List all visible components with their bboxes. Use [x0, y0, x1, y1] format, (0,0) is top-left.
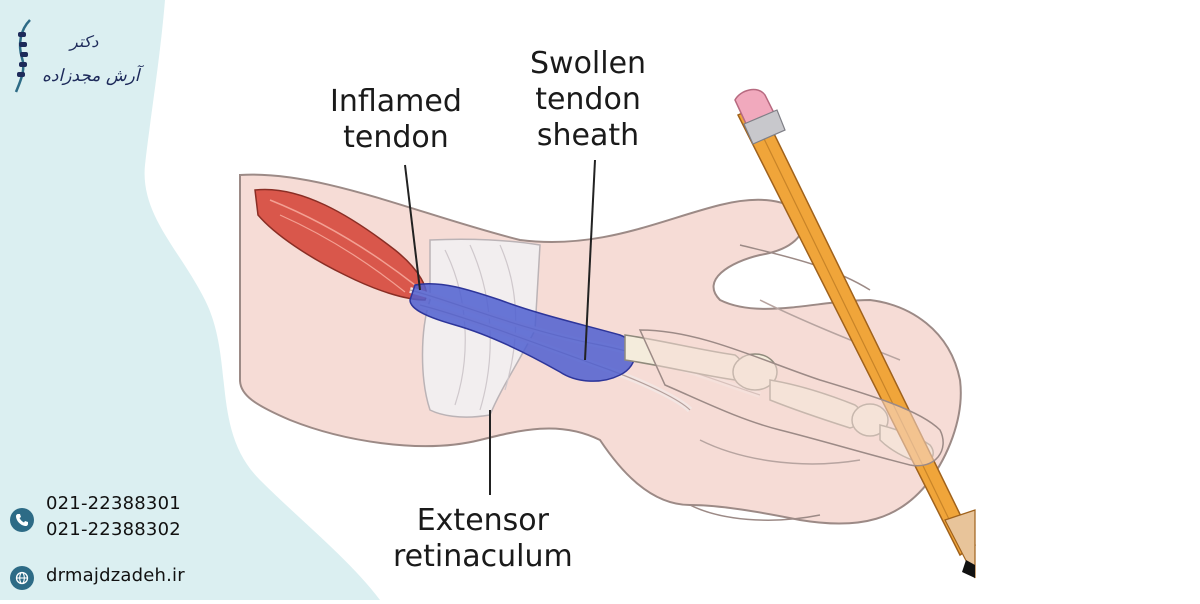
phone-icon — [10, 508, 34, 532]
side-panel-background — [0, 0, 380, 600]
spine-logo-icon — [14, 19, 31, 93]
label-extensor-retinaculum-line-2: retinaculum — [393, 539, 573, 574]
label-swollen-sheath: Swollen tendon sheath — [530, 46, 646, 154]
label-extensor-retinaculum-line-1: Extensor — [416, 503, 549, 538]
brand-logo: دکتر آرش مجدزاده — [8, 14, 168, 104]
label-swollen-sheath-line-3: sheath — [536, 118, 640, 153]
brand-title: دکتر — [70, 32, 99, 51]
swollen-tendon-sheath — [409, 282, 636, 382]
label-inflamed-tendon-line-1: Inflamed — [330, 84, 462, 119]
phone-number-2[interactable]: 021-22388302 — [46, 519, 181, 540]
website-link[interactable]: drmajdzadeh.ir — [46, 565, 185, 586]
label-swollen-sheath-line-1: Swollen — [530, 46, 647, 81]
pointer-lines — [404, 159, 596, 495]
phone-number-1[interactable]: 021-22388301 — [46, 493, 181, 514]
phone-list: 021-22388301 021-22388302 — [46, 494, 181, 540]
label-extensor-retinaculum: Extensor retinaculum — [393, 503, 573, 575]
label-inflamed-tendon-line-2: tendon — [343, 120, 449, 155]
globe-icon — [10, 566, 34, 590]
label-inflamed-tendon: Inflamed tendon — [330, 84, 462, 156]
label-swollen-sheath-line-2: tendon — [535, 82, 641, 117]
website-contact: drmajdzadeh.ir — [10, 566, 185, 590]
brand-name: آرش مجدزاده — [42, 66, 140, 86]
phone-contact: 021-22388301 021-22388302 — [10, 494, 181, 540]
thumb — [638, 329, 944, 467]
